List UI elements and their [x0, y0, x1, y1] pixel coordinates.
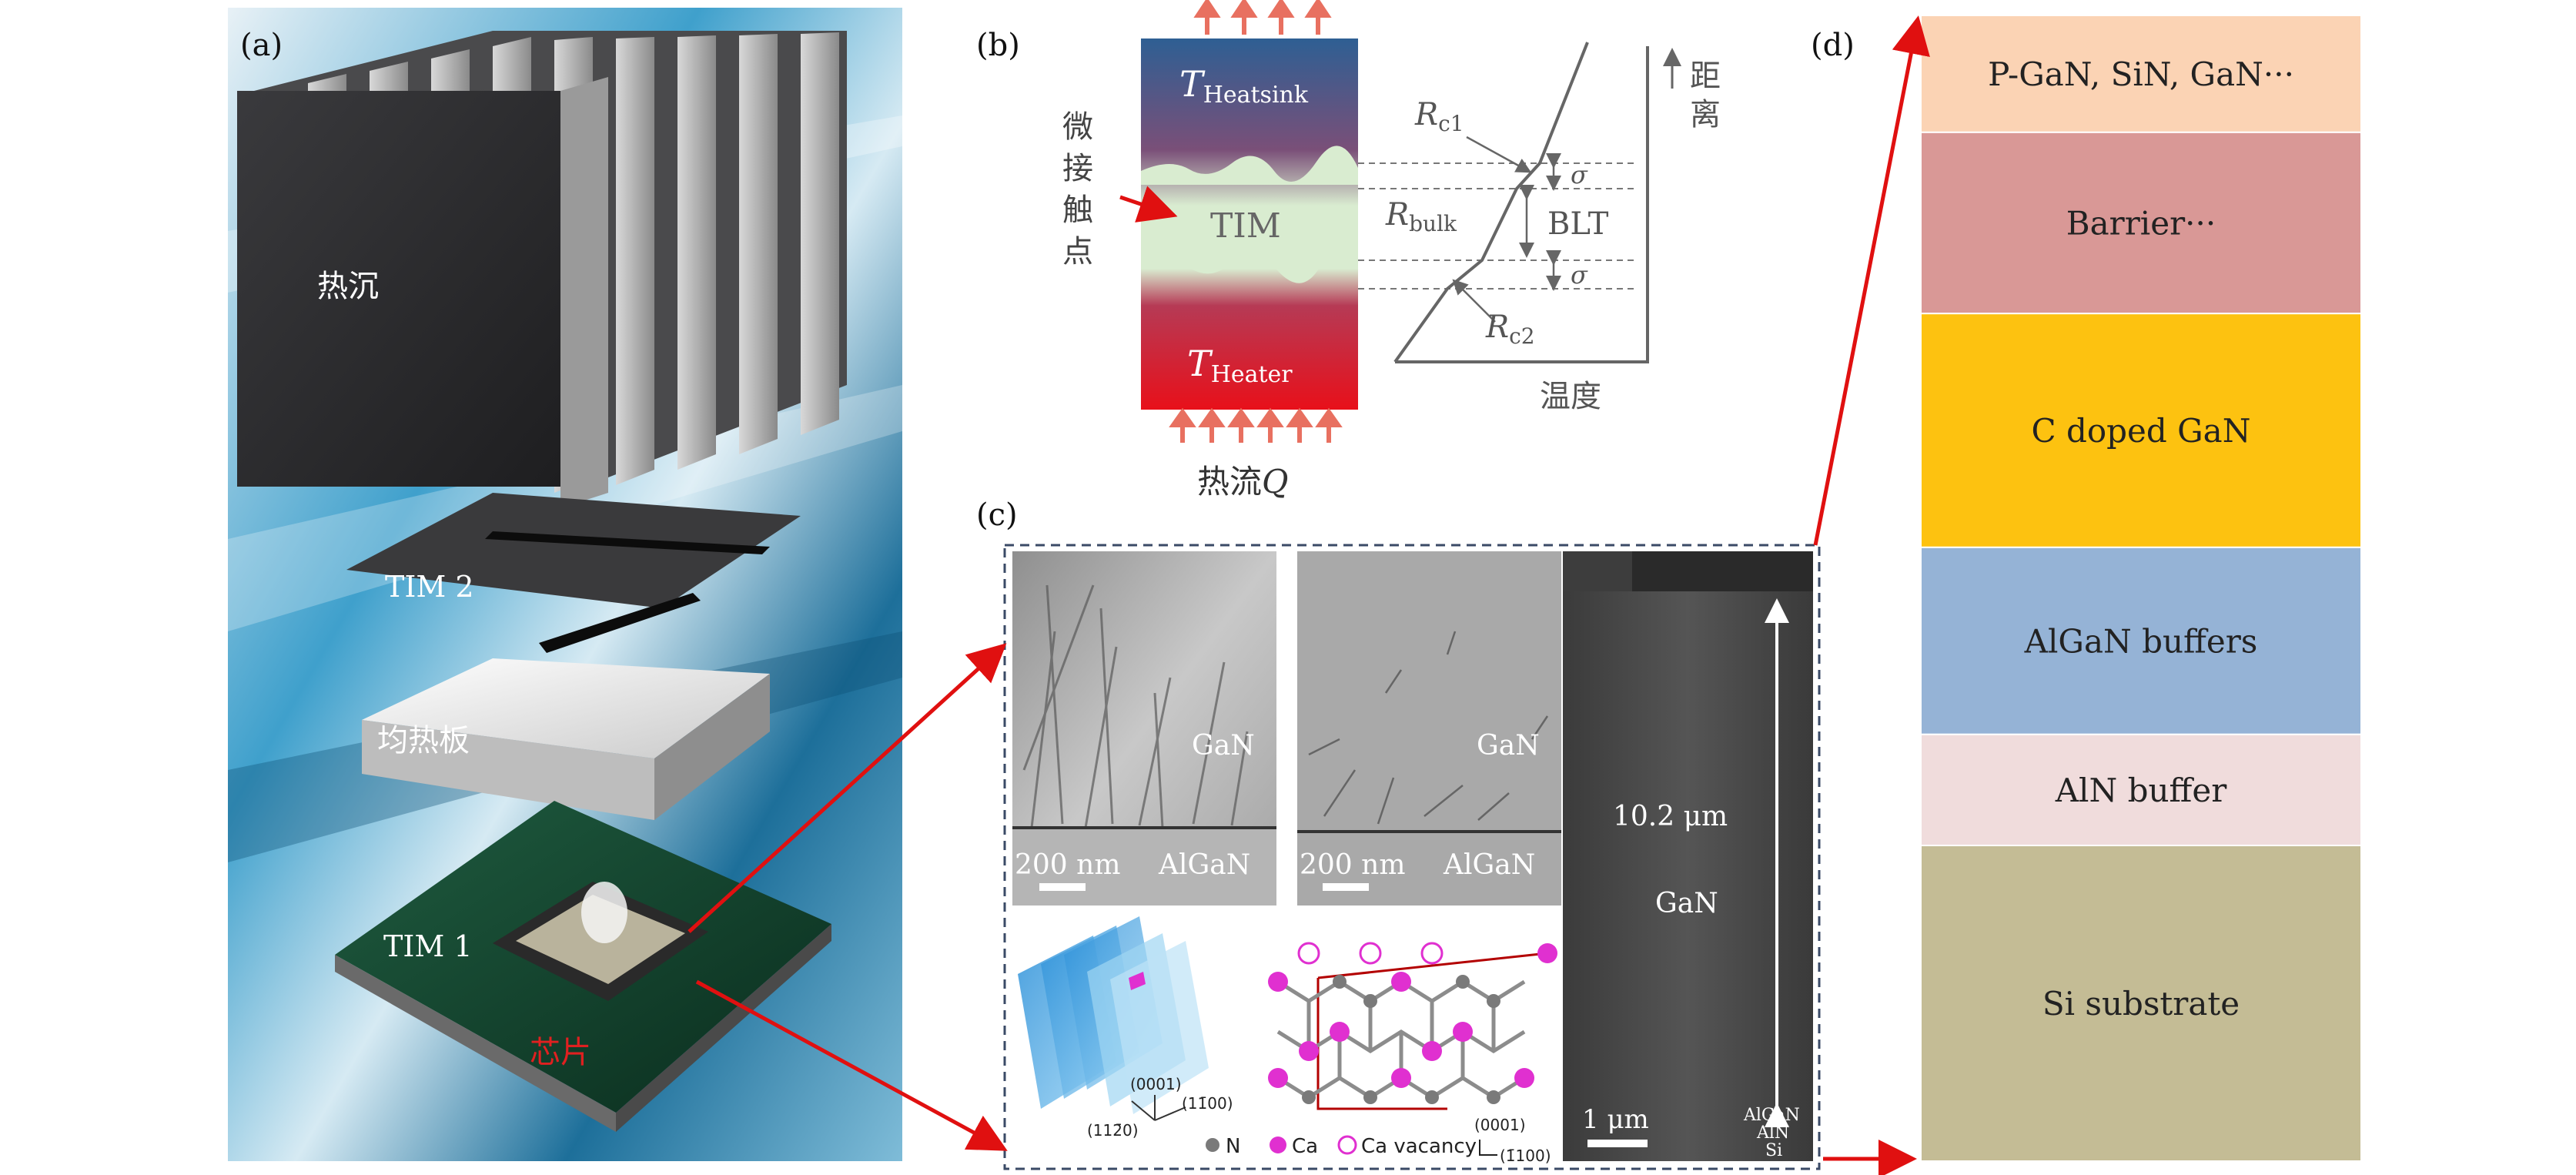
sigma-top-label: σ: [1571, 160, 1588, 189]
heat-flow-arrows-bottom: [1169, 407, 1343, 443]
legend-ca-label: Ca: [1292, 1135, 1318, 1158]
temperature-label: 温度: [1540, 379, 1601, 414]
temperature-profile: [1393, 42, 1589, 363]
legend-vacancy-marker: [1337, 1135, 1357, 1155]
panel-b-label: (b): [976, 28, 1020, 63]
sem-thickness-label: 10.2 μm: [1613, 801, 1728, 832]
tim2: TIM 2: [346, 493, 801, 653]
tim-bottom-edge: [1141, 239, 1358, 283]
sem-image: 10.2 μm GaN 1 μm AlGaN AlN Si: [1563, 551, 1813, 1161]
layer-label-5: AlN buffer: [2055, 772, 2227, 809]
blt-label: BLT: [1547, 206, 1609, 242]
svg-text:接: 接: [1062, 151, 1093, 186]
layer-6: [1920, 845, 2362, 1162]
sigma-bottom-label: σ: [1571, 260, 1588, 290]
panel-c: (c) GaN 200 nm AlGaN: [976, 497, 1821, 1170]
svg-text:点: 点: [1062, 234, 1093, 269]
layer-label-4: AlGaN buffers: [2024, 622, 2258, 660]
sem-scale-bar: [1587, 1140, 1648, 1147]
heat-flow-label: 热流Q: [1197, 463, 1288, 500]
sem-gan-label: GaN: [1655, 888, 1718, 919]
tim1-label: TIM 1: [383, 929, 473, 963]
layer-label-3: C doped GaN: [2032, 412, 2251, 450]
sem-layer-si: Si: [1765, 1141, 1782, 1160]
panel-c-label: (c): [976, 497, 1018, 533]
legend-ca-marker: [1270, 1137, 1286, 1153]
panel-a-label: (a): [240, 28, 283, 63]
svg-text:触: 触: [1062, 192, 1093, 228]
tem1-scale-label: 200 nm: [1015, 849, 1120, 881]
rc2-label: Rc2: [1485, 310, 1535, 349]
heat-spreader: 均热板: [362, 658, 770, 820]
tim-label: TIM: [1210, 206, 1281, 246]
layer-3: [1920, 313, 2362, 548]
lattice-dir-1: (0001): [1474, 1116, 1526, 1134]
lattice-dir-2: (1̄100): [1500, 1147, 1551, 1165]
sem-layer-aln: AlN: [1756, 1123, 1789, 1143]
legend-vacancy-label: Ca vacancy: [1361, 1135, 1477, 1158]
panel-d: (d) P-GaN, SiN, GaN··· Barrier··· C doped …: [1811, 15, 2362, 1162]
plane-label-3: (11̄00): [1182, 1094, 1233, 1113]
layer-stack: P-GaN, SiN, GaN··· Barrier··· C doped GaN A…: [1920, 15, 2362, 1162]
legend-n-marker: [1206, 1138, 1219, 1152]
chip-label: 芯片: [530, 1035, 591, 1070]
tem1-gan-label: GaN: [1192, 730, 1255, 762]
sem-scale-label: 1 μm: [1582, 1104, 1649, 1135]
layer-1: [1920, 15, 2362, 133]
interface-column: [1141, 38, 1358, 410]
arrow-tim1-to-tem: [687, 643, 1007, 933]
tim-top-edge: [1141, 146, 1358, 185]
plane-label-2: (0001): [1130, 1075, 1182, 1093]
panel-b: (b) THeatsink TIM THeater: [976, 0, 1721, 500]
rc1-label: Rc1: [1414, 97, 1464, 136]
sem-layer-algan: AlGaN: [1743, 1106, 1800, 1125]
heatsink-front-face: [237, 91, 560, 487]
tem1-algan-label: AlGaN: [1158, 849, 1250, 881]
interface-dashes: [1358, 162, 1636, 290]
layer-label-6: Si substrate: [2042, 985, 2240, 1023]
tem1-scale-bar: [1039, 883, 1086, 891]
heat-flow-arrows-top: [1193, 0, 1332, 35]
tem2-algan-label: AlGaN: [1443, 849, 1535, 881]
tem2-scale-label: 200 nm: [1300, 849, 1405, 881]
layer-label-2: Barrier···: [2066, 205, 2216, 243]
distance-axis: [1395, 46, 1649, 363]
arrow-frame-to-stack: [1813, 15, 1930, 546]
connector-arrows: [687, 15, 1930, 1175]
lattice-legend: N Ca Ca vacancy (0001) (1̄100): [1206, 1116, 1551, 1165]
heatsink-label: 热沉: [317, 269, 379, 304]
heatsink: 热沉: [237, 31, 847, 508]
tim1-droplet: [581, 882, 627, 943]
legend-n-label: N: [1226, 1135, 1240, 1158]
tem2-gan-label: GaN: [1477, 730, 1540, 762]
tem-image-1: GaN 200 nm AlGaN: [1012, 551, 1276, 906]
lattice-model: [1268, 942, 1557, 1110]
tem2-scale-bar: [1323, 883, 1369, 891]
t-heater-label: THeater: [1187, 343, 1293, 388]
arrow-chip-to-lattice: [695, 979, 1008, 1151]
distance-label-2: 离: [1690, 97, 1721, 132]
t-heatsink-label: THeatsink: [1179, 63, 1309, 109]
spreader-label: 均热板: [377, 723, 470, 758]
panel-d-label: (d): [1811, 28, 1855, 63]
svg-text:微: 微: [1062, 109, 1093, 145]
distance-label-1: 距: [1690, 59, 1721, 94]
chip-package: TIM 1 芯片: [335, 801, 831, 1132]
crystal-planes: (112̄0) (0001) (11̄00): [1018, 916, 1233, 1140]
tem-image-2: GaN 200 nm AlGaN: [1297, 551, 1561, 906]
panel-a: 热沉 TIM 2 均热板 TIM 1 芯片 (a): [228, 8, 902, 1161]
micro-contact-arrow: [1119, 186, 1178, 223]
panel-c-frame: [1003, 544, 1821, 1170]
plane-label-1: (112̄0): [1087, 1121, 1139, 1140]
layer-label-1: P-GaN, SiN, GaN···: [1988, 55, 2294, 93]
micro-contact-label: 微 接 触 点: [1062, 109, 1093, 269]
rbulk-label: Rbulk: [1385, 197, 1457, 236]
tim2-label: TIM 2: [385, 570, 474, 604]
